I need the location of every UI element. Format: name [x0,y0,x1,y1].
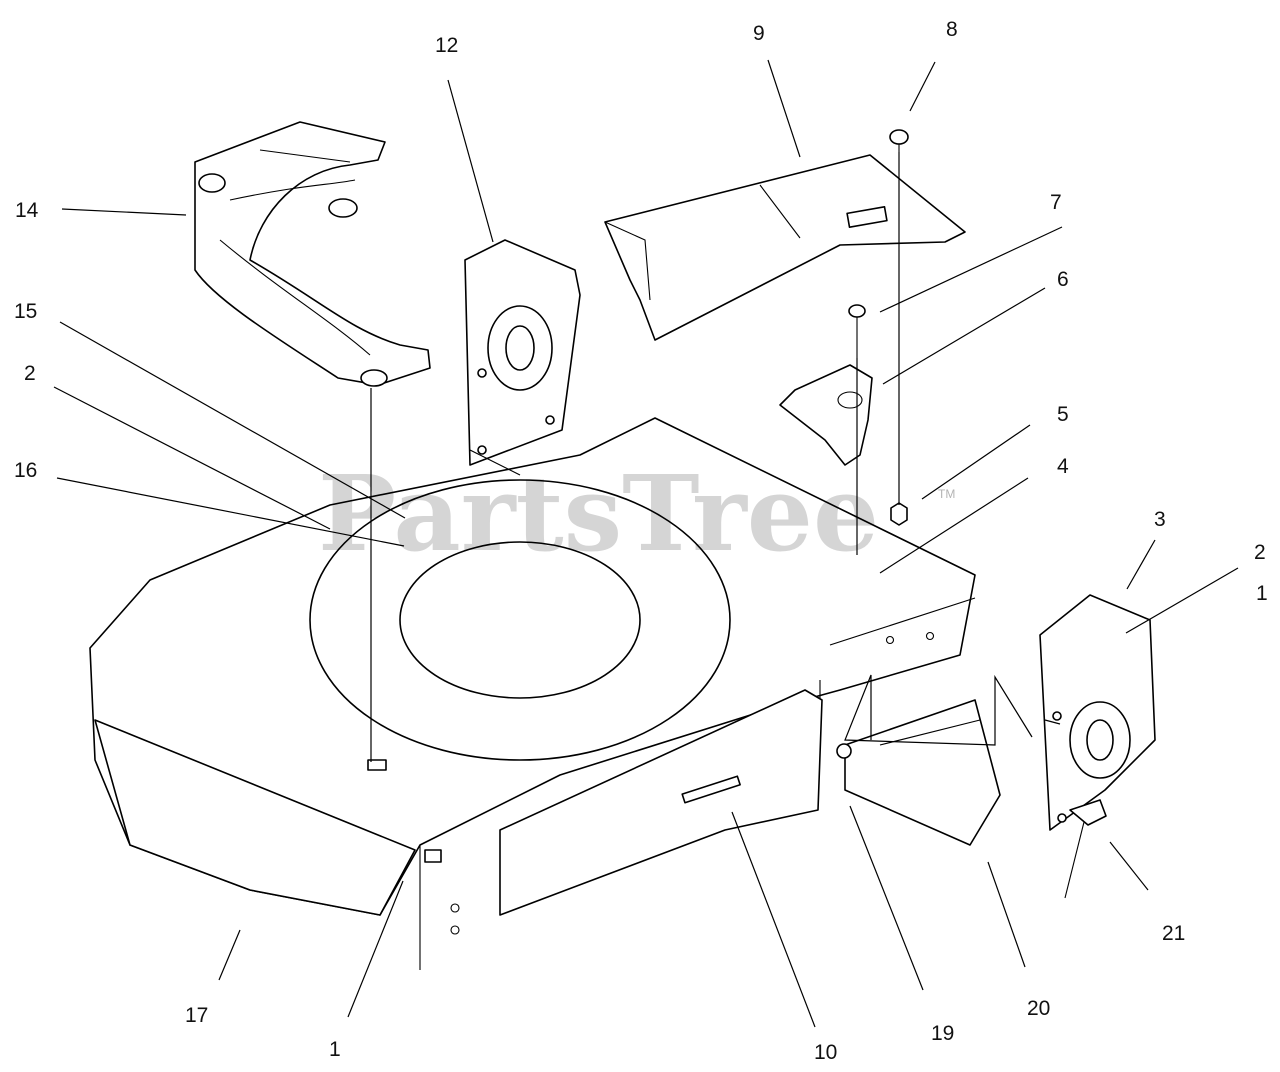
callout-10: 10 [814,1041,837,1064]
part-17-front-skirt[interactable] [94,719,416,916]
callout-12: 12 [435,34,458,57]
callout-21: 21 [1162,922,1185,945]
callout-6: 6 [1057,268,1069,291]
callout-19: 19 [931,1022,954,1045]
part-1-mower-deck[interactable] [89,417,976,970]
part-19-bolt[interactable] [836,743,852,759]
callout-3: 3 [1154,508,1166,531]
callout-labels: 12 9 8 14 7 6 15 2 5 16 4 3 2 1 21 17 20… [14,18,1268,1064]
callout-16: 16 [14,459,37,482]
part-14-discharge-shield[interactable] [194,121,431,387]
callout-5: 5 [1057,403,1069,426]
callout-7: 7 [1050,191,1062,214]
part-12-side-plate[interactable] [464,239,581,466]
part-7-bolt[interactable] [848,304,866,358]
callout-15: 15 [14,300,37,323]
callout-1-right: 1 [1256,582,1268,605]
part-21-bolt[interactable] [1064,799,1107,899]
callout-2-right: 2 [1254,541,1266,564]
assembly-lines [370,152,1061,762]
callout-8: 8 [946,18,958,41]
svg-text:PartsTree: PartsTree [318,452,879,575]
callout-9: 9 [753,22,765,45]
callout-1: 1 [329,1038,341,1061]
part-10-side-skirt[interactable] [499,689,823,916]
part-20-axle-tube[interactable] [844,699,1001,846]
watermark: PartsTree TM [318,452,955,575]
part-6-bracket[interactable] [779,364,873,466]
callout-2: 2 [24,362,36,385]
callout-4: 4 [1057,455,1069,478]
part-9-rear-cover[interactable] [604,154,966,341]
part-3-side-plate[interactable] [1039,594,1156,831]
callout-leaders [53,59,1239,1028]
callout-17: 17 [185,1004,208,1027]
callout-20: 20 [1027,997,1050,1020]
part-5-nut[interactable] [890,502,908,526]
svg-text:TM: TM [938,487,955,501]
callout-14: 14 [15,199,39,222]
part-8-bolt[interactable] [889,129,909,152]
